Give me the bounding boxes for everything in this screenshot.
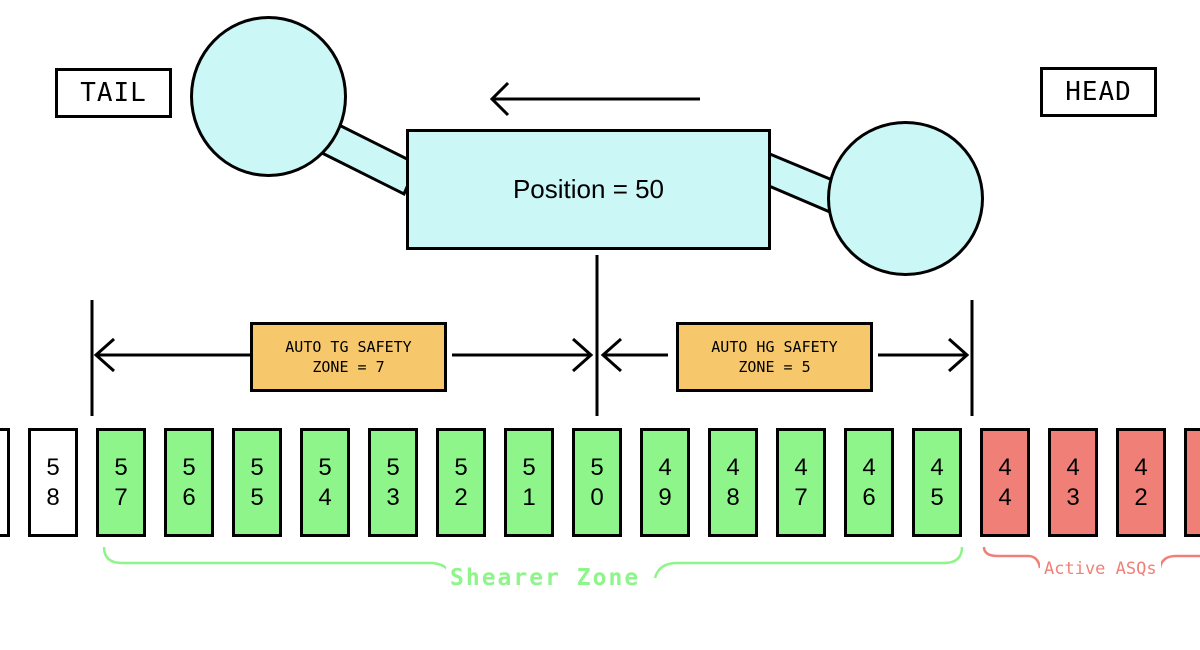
support-digit: 9: [658, 483, 672, 511]
tg-zone-line1: AUTO TG SAFETY: [285, 338, 412, 356]
shearer-zone-label: Shearer Zone: [446, 565, 645, 591]
hg-zone-line2: ZONE = 5: [738, 358, 811, 376]
support-digit: 2: [454, 483, 468, 511]
support-41: 41: [1184, 428, 1200, 537]
support-digit: 2: [1134, 483, 1148, 511]
tg-zone-line2: ZONE = 7: [312, 358, 385, 376]
support-digit: 4: [658, 453, 672, 481]
support-digit: 5: [590, 453, 604, 481]
head-drum: [827, 121, 984, 276]
support-digit: 5: [454, 453, 468, 481]
support-digit: 0: [590, 483, 604, 511]
support-digit: 4: [1066, 453, 1080, 481]
support-digit: 5: [114, 453, 128, 481]
support-59: 59: [0, 428, 10, 537]
support-digit: 4: [930, 453, 944, 481]
support-digit: 6: [182, 483, 196, 511]
support-digit: 5: [250, 483, 264, 511]
support-digit: 5: [250, 453, 264, 481]
head-label: HEAD: [1040, 67, 1157, 117]
support-digit: 8: [46, 483, 60, 511]
support-digit: 1: [522, 483, 536, 511]
tg-zone-dimension-arrow: [93, 337, 594, 373]
support-digit: 5: [182, 453, 196, 481]
support-digit: 5: [386, 453, 400, 481]
hg-zone-dimension-arrow: [600, 337, 970, 373]
hg-zone-line1: AUTO HG SAFETY: [711, 338, 838, 356]
support-digit: 4: [726, 453, 740, 481]
support-digit: 4: [794, 453, 808, 481]
support-digit: 7: [794, 483, 808, 511]
support-digit: 4: [318, 483, 332, 511]
support-digit: 7: [114, 483, 128, 511]
support-digit: 4: [998, 453, 1012, 481]
support-digit: 4: [998, 483, 1012, 511]
support-digit: 4: [862, 453, 876, 481]
support-digit: 5: [522, 453, 536, 481]
support-digit: 5: [46, 453, 60, 481]
active-asqs-label: Active ASQs: [1040, 559, 1161, 579]
travel-direction-arrow: [489, 81, 700, 117]
support-digit: 5: [930, 483, 944, 511]
support-digit: 5: [318, 453, 332, 481]
tg-safety-zone-box: AUTO TG SAFETY ZONE = 7: [250, 322, 447, 392]
tail-label: TAIL: [55, 68, 172, 118]
hg-safety-zone-box: AUTO HG SAFETY ZONE = 5: [676, 322, 873, 392]
support-digit: 6: [862, 483, 876, 511]
support-digit: 4: [1134, 453, 1148, 481]
support-digit: 8: [726, 483, 740, 511]
support-digit: 3: [1066, 483, 1080, 511]
shearer-body: Position = 50: [406, 129, 771, 250]
support-digit: 3: [386, 483, 400, 511]
shearer-position-text: Position = 50: [512, 174, 665, 204]
tail-drum: [190, 16, 347, 177]
